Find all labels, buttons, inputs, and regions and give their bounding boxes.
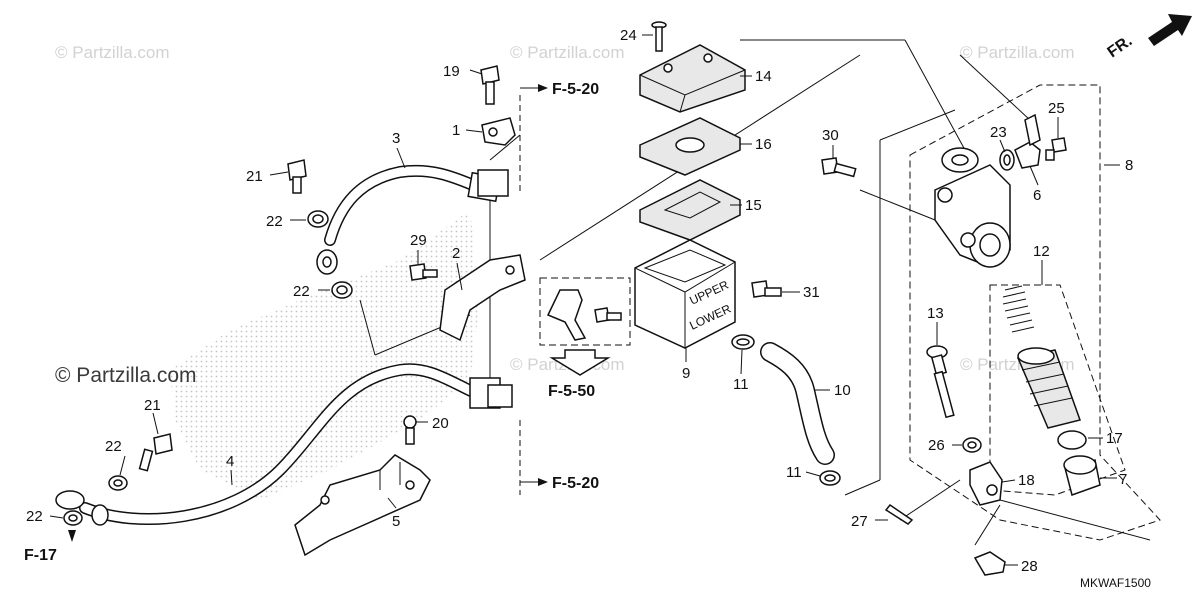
fitting-6	[1014, 141, 1041, 169]
callout-22: 22	[293, 283, 310, 300]
callout-11: 11	[733, 376, 749, 393]
callout-7: 7	[1119, 471, 1127, 488]
boot-7	[1063, 455, 1101, 496]
callout-28: 28	[1021, 558, 1038, 575]
callout-18: 18	[1018, 472, 1035, 489]
callout-30: 30	[822, 127, 839, 144]
watermark: © Partzilla.com	[55, 43, 170, 62]
callout-10: 10	[834, 382, 851, 399]
bolt-20	[403, 415, 417, 445]
callout-11: 11	[786, 464, 802, 481]
down-arrow-icon	[68, 530, 76, 542]
washer-22	[63, 510, 83, 526]
ref-arrow-icon	[538, 478, 548, 486]
clamp-1	[481, 117, 516, 146]
reservoir-cap-14	[639, 44, 746, 113]
ref-f17: F-17	[24, 547, 57, 564]
joint-18	[969, 461, 1003, 506]
master-cylinder-8	[934, 147, 1011, 268]
ref-arrow-icon	[538, 84, 548, 92]
washer-22	[307, 210, 329, 228]
hose-fitting	[55, 169, 513, 526]
callout-6: 6	[1033, 187, 1041, 204]
down-arrow-icon	[549, 349, 611, 376]
washer-22	[108, 475, 128, 491]
callout-4: 4	[226, 453, 234, 470]
callout-12: 12	[1033, 243, 1050, 260]
cotter-pin-27	[884, 503, 914, 525]
ref-f520-top: F-5-20	[552, 81, 599, 98]
watermark: © Partzilla.com	[55, 364, 197, 387]
pushrod-13	[926, 345, 955, 419]
callout-13: 13	[927, 305, 944, 322]
washer-23	[999, 149, 1015, 171]
bolt-29	[409, 263, 438, 281]
assembly-outline-f550	[539, 277, 631, 346]
callout-1: 1	[452, 122, 460, 139]
nut-26	[962, 437, 982, 453]
front-label: FR.	[1105, 33, 1136, 62]
washer-22	[331, 281, 353, 299]
callout-8: 8	[1125, 157, 1133, 174]
callout-16: 16	[755, 136, 772, 153]
callout-26: 26	[928, 437, 945, 454]
callout-15: 15	[745, 197, 762, 214]
callout-29: 29	[410, 232, 427, 249]
hose-clip-11	[731, 334, 755, 350]
bracket-f550	[546, 289, 587, 341]
bolt-21-lower	[138, 433, 173, 472]
callout-21: 21	[144, 397, 161, 414]
front-arrow-icon	[1148, 14, 1192, 46]
hose-clip-11	[819, 470, 841, 486]
callout-21: 21	[246, 168, 263, 185]
piston-boot	[1016, 347, 1081, 429]
callout-19: 19	[443, 63, 460, 80]
callout-24: 24	[620, 27, 637, 44]
bolt-19	[480, 65, 500, 105]
watermark: © Partzilla.com	[510, 43, 625, 62]
spring-12	[1002, 285, 1035, 333]
bolt-f550	[594, 307, 622, 323]
callout-22: 22	[266, 213, 283, 230]
callout-27: 27	[851, 513, 868, 530]
ref-f550: F-5-50	[548, 383, 595, 400]
hose-joint	[1024, 113, 1041, 147]
bolt-24	[651, 21, 667, 52]
callout-14: 14	[755, 68, 772, 85]
callout-31: 31	[803, 284, 820, 301]
diagram-code: MKWAF1500	[1080, 576, 1151, 590]
callout-17: 17	[1106, 430, 1123, 447]
callout-9: 9	[682, 365, 690, 382]
bolt-31	[751, 280, 782, 298]
bracket-5	[294, 454, 431, 557]
callout-leaders	[49, 34, 1120, 566]
bolt-30	[821, 157, 857, 178]
ref-f520-bottom: F-5-20	[552, 475, 599, 492]
circlip-17	[1057, 430, 1087, 450]
callout-2: 2	[452, 245, 460, 262]
callout-23: 23	[990, 124, 1007, 141]
bolt-21-upper	[287, 159, 307, 194]
background-silhouette	[170, 210, 480, 500]
callout-20: 20	[432, 415, 449, 432]
watermark: © Partzilla.com	[960, 43, 1075, 62]
front-direction-indicator: FR.	[1105, 14, 1192, 61]
diaphragm-15	[639, 179, 741, 241]
callout-22: 22	[26, 508, 43, 525]
callout-25: 25	[1048, 100, 1065, 117]
callout-22: 22	[105, 438, 122, 455]
callout-5: 5	[392, 513, 400, 530]
assembly-outline-8	[909, 84, 1161, 541]
bolt-25	[1045, 137, 1067, 161]
pin-28	[973, 551, 1006, 576]
callout-3: 3	[392, 130, 400, 147]
